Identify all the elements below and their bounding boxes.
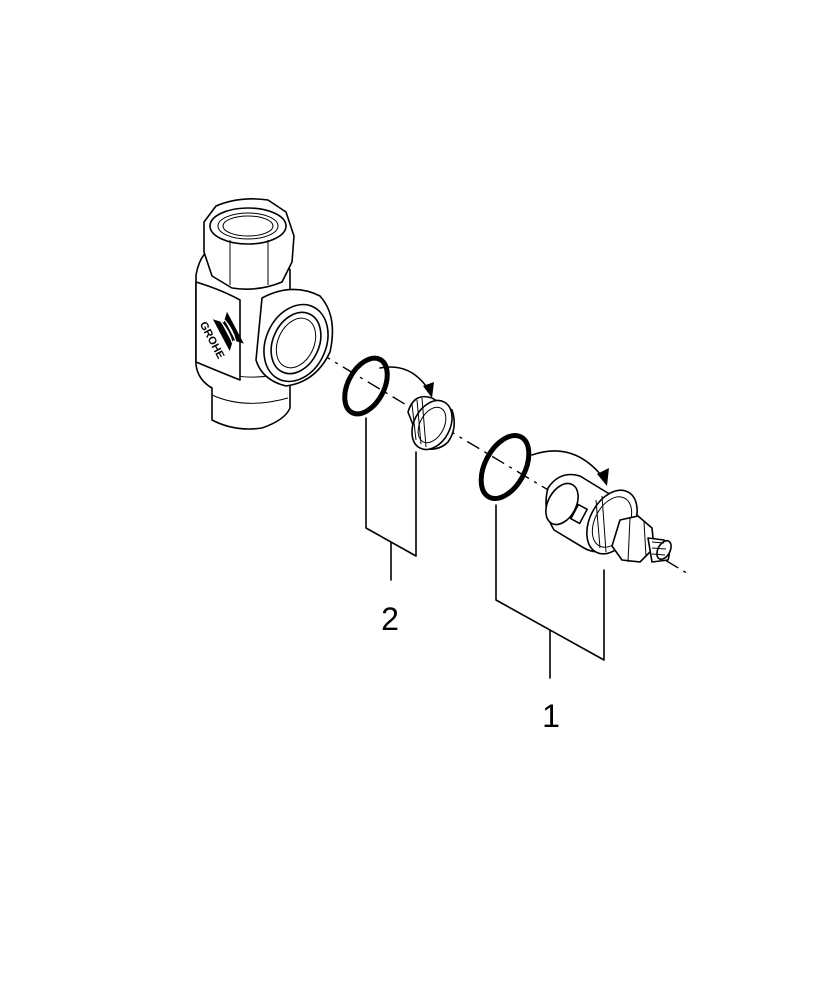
leader-bracket-1 (495, 504, 605, 679)
threaded-adapter (407, 395, 456, 451)
rotation-arrow-small (379, 366, 434, 398)
leader-bracket-2 (365, 417, 417, 581)
valve-headpart (545, 473, 672, 563)
o-ring-large (478, 433, 532, 501)
o-ring-small (342, 355, 390, 417)
rotation-arrow-large (531, 450, 609, 486)
callout-number-2: 2 (381, 601, 399, 637)
callout-number-1: 1 (542, 698, 560, 734)
valve-body: GROHE (195, 198, 334, 430)
